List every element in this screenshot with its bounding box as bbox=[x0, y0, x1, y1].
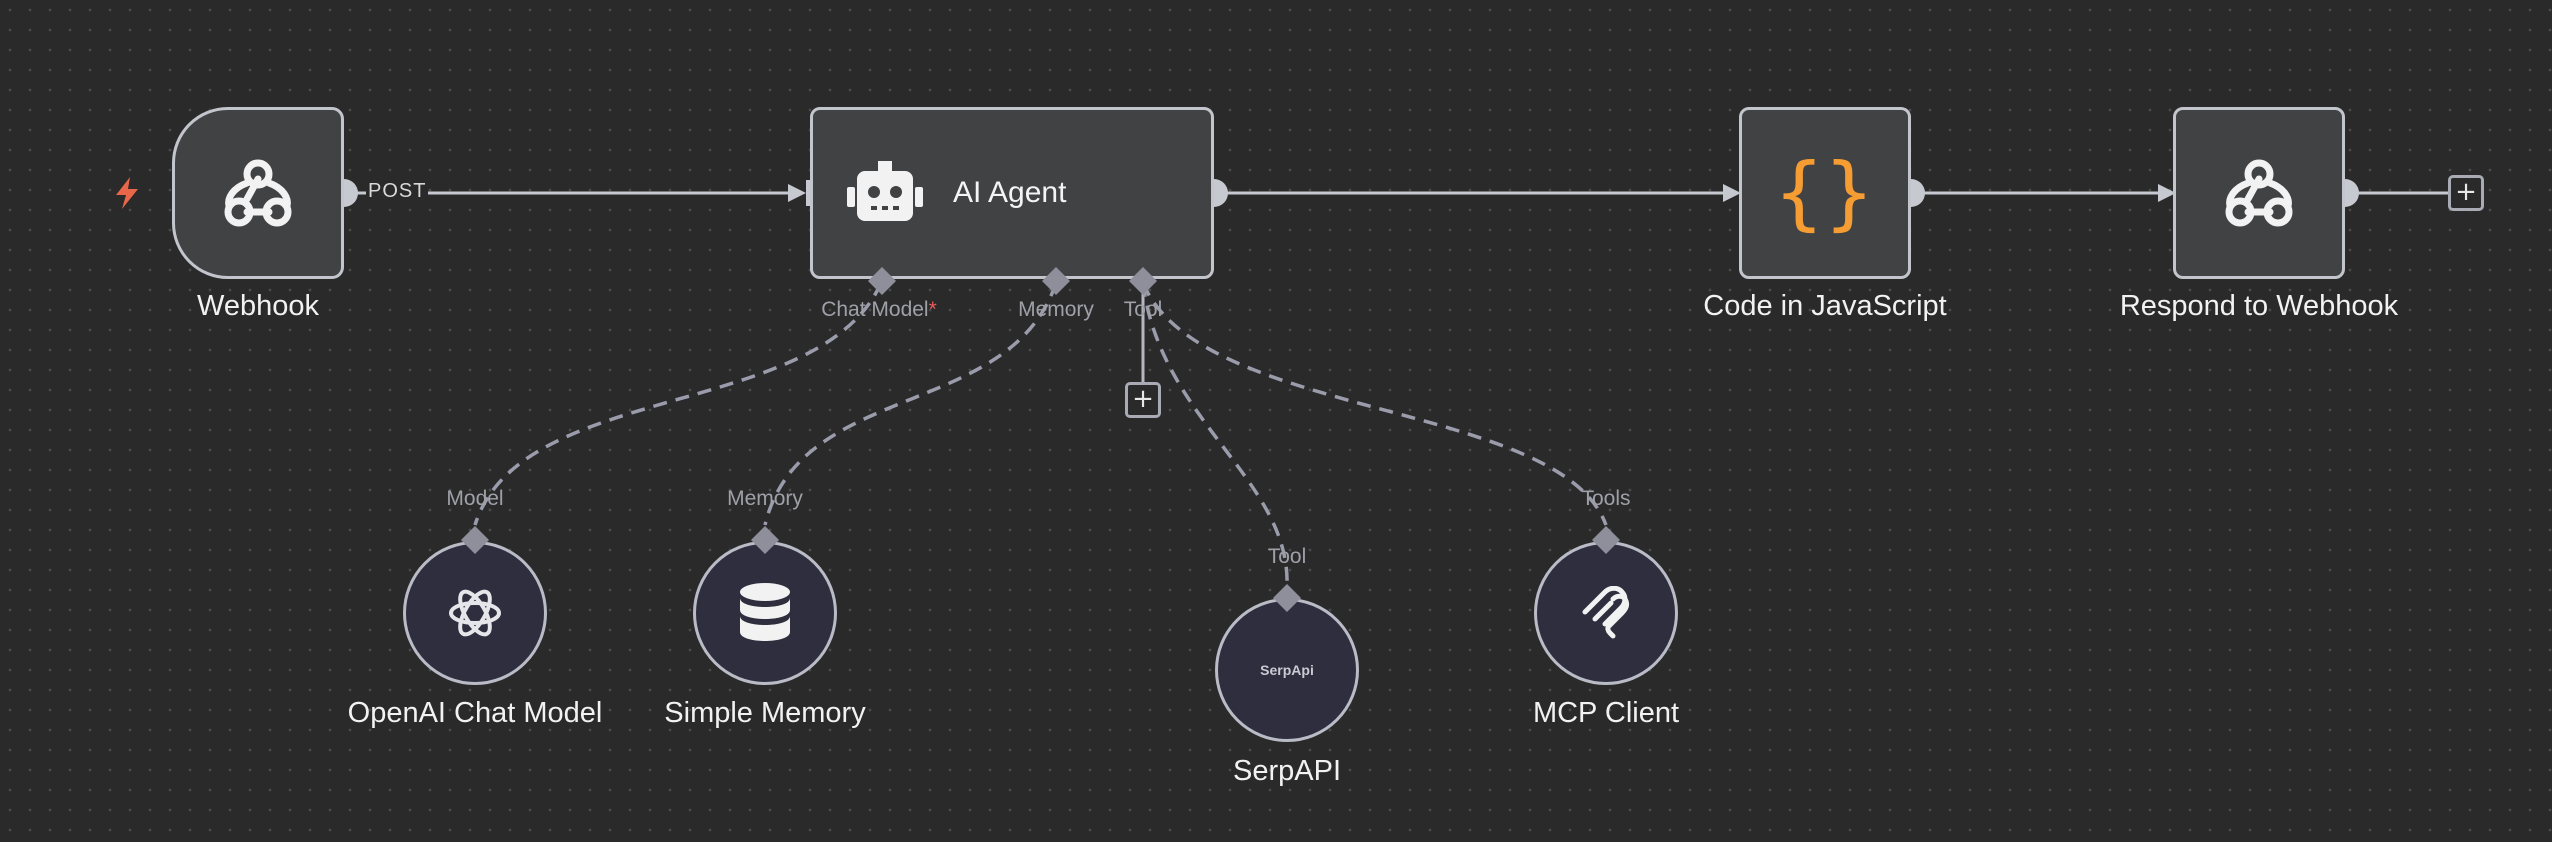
connection-tool-serpapi[interactable] bbox=[1141, 282, 1289, 586]
webhook-icon bbox=[2225, 159, 2293, 227]
webhook-output-label: POST bbox=[366, 180, 429, 203]
openai-chat-model-node[interactable] bbox=[403, 541, 547, 685]
connection-chatmodel-openai[interactable] bbox=[473, 282, 883, 526]
simple-memory-input-port[interactable] bbox=[750, 525, 780, 555]
add-tool-button[interactable]: + bbox=[1125, 382, 1161, 418]
ai-agent-title: AI Agent bbox=[953, 176, 1067, 209]
robot-icon bbox=[847, 161, 923, 221]
serpapi-port-label: Tool bbox=[1267, 545, 1307, 568]
chat-model-port[interactable] bbox=[867, 266, 897, 296]
trigger-bolt-icon bbox=[116, 177, 138, 209]
respond-node[interactable] bbox=[2173, 107, 2345, 279]
add-node-button[interactable]: + bbox=[2448, 175, 2484, 211]
tool-port[interactable] bbox=[1128, 266, 1158, 296]
simple-memory-node[interactable] bbox=[693, 541, 837, 685]
serpapi-node-label: SerpAPI bbox=[1233, 755, 1341, 787]
openai-input-port[interactable] bbox=[460, 525, 490, 555]
arrow-respond-input bbox=[2158, 184, 2176, 202]
simple-memory-port-label: Memory bbox=[727, 487, 803, 510]
webhook-node-label: Webhook bbox=[197, 290, 319, 322]
chat-model-port-label: Chat Model* bbox=[821, 298, 937, 321]
connection-tool-mcp[interactable] bbox=[1141, 282, 1608, 526]
mcp-node-label: MCP Client bbox=[1532, 697, 1680, 729]
serpapi-input-port[interactable] bbox=[1272, 583, 1302, 613]
mcp-client-node[interactable] bbox=[1534, 541, 1678, 685]
mcp-port-label: Tools bbox=[1581, 487, 1631, 510]
mcp-icon bbox=[1582, 586, 1630, 639]
arrow-agent-input bbox=[788, 184, 806, 202]
webhook-icon bbox=[224, 159, 292, 227]
required-marker: * bbox=[928, 298, 937, 321]
ai-agent-node[interactable]: AI Agent bbox=[810, 107, 1214, 279]
connection-memory-simplememory[interactable] bbox=[763, 282, 1058, 526]
serpapi-logo: SerpApi bbox=[1260, 662, 1314, 678]
tool-port-label: Tool bbox=[1123, 298, 1163, 321]
database-icon bbox=[740, 583, 790, 641]
memory-port-label: Memory bbox=[1018, 298, 1094, 321]
openai-node-label: OpenAI Chat Model bbox=[347, 697, 603, 729]
mcp-input-port[interactable] bbox=[1591, 525, 1621, 555]
respond-node-label: Respond to Webhook bbox=[2119, 290, 2399, 322]
code-node-label: Code in JavaScript bbox=[1703, 290, 1947, 322]
openai-icon bbox=[449, 589, 501, 637]
webhook-node[interactable] bbox=[172, 107, 344, 279]
curly-braces-icon: {} bbox=[1774, 146, 1876, 239]
serpapi-node[interactable]: SerpApi bbox=[1215, 598, 1359, 742]
openai-port-label: Model bbox=[446, 487, 504, 510]
simple-memory-node-label: Simple Memory bbox=[664, 697, 866, 729]
code-node[interactable]: {} bbox=[1739, 107, 1911, 279]
arrow-code-input bbox=[1723, 184, 1741, 202]
memory-port[interactable] bbox=[1041, 266, 1071, 296]
